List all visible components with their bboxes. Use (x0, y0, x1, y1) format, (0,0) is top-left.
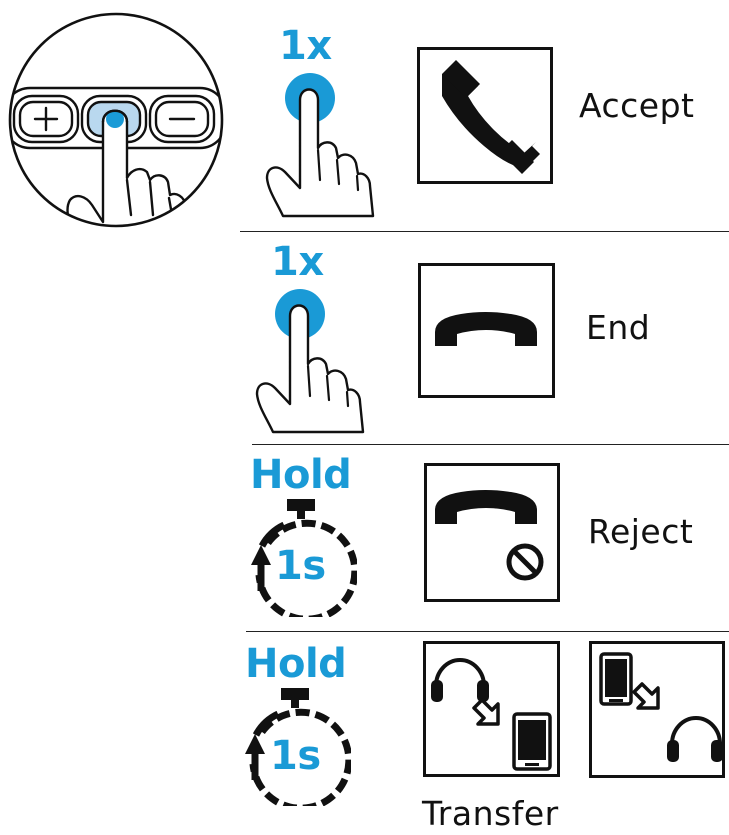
duration-label: 1s (270, 733, 321, 779)
transfer-arrow-icon (472, 698, 500, 726)
end-icon-box (418, 263, 555, 398)
smartphone-icon (599, 652, 633, 706)
action-label-accept: Accept (579, 86, 695, 125)
action-label-reject: Reject (588, 512, 694, 551)
phone-reject-icon (435, 490, 544, 581)
phone-accept-icon (442, 60, 540, 174)
press-count-label: 1x (271, 239, 324, 285)
action-label-end: End (586, 308, 651, 347)
transfer-to-headphones-box (589, 641, 725, 778)
transfer-arrow-icon (632, 682, 660, 710)
reject-icon-box (424, 463, 560, 602)
duration-label: 1s (275, 543, 326, 589)
button-zoom-illustration (0, 10, 232, 232)
accept-icon-box (417, 47, 553, 184)
row-divider (240, 231, 729, 232)
row-divider (246, 631, 729, 632)
minus-button-icon (148, 94, 216, 144)
stopwatch-icon (226, 686, 351, 806)
action-label-transfer: Transfer (422, 794, 559, 833)
finger-press-icon (66, 109, 196, 226)
finger-press-icon (245, 284, 365, 434)
press-duration-label: Hold (250, 452, 352, 498)
finger-press-icon (255, 68, 375, 218)
row-divider (252, 444, 729, 445)
press-duration-label: Hold (245, 641, 347, 687)
stopwatch-icon (232, 497, 357, 617)
headphones-icon (667, 716, 722, 762)
phone-end-icon (435, 312, 537, 346)
press-count-label: 1x (279, 23, 332, 69)
transfer-to-phone-box (423, 641, 560, 777)
no-sign-icon (506, 543, 544, 581)
smartphone-icon (512, 712, 552, 771)
headphones-icon (431, 658, 489, 702)
plus-button-icon (12, 94, 80, 144)
